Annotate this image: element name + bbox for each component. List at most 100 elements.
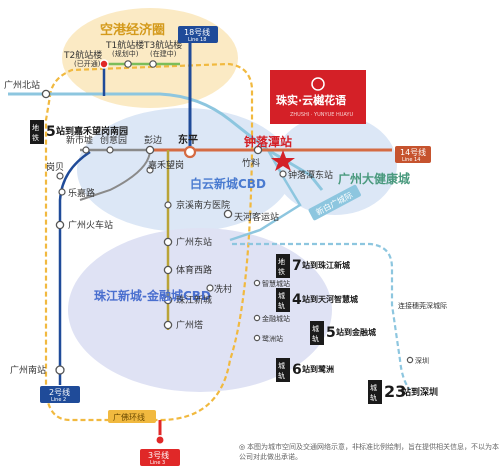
station-shenzhen[interactable]	[406, 356, 414, 364]
project-logo: 珠实·云樾花语 ZHUSHI · YUNYUE HUAYU	[270, 70, 366, 124]
svg-text:珠实·云樾花语: 珠实·云樾花语	[276, 93, 346, 107]
badge-line14: 14号线 Line 14	[395, 146, 431, 163]
svg-text:Line 18: Line 18	[188, 37, 206, 43]
station-jiahe[interactable]	[146, 166, 154, 174]
svg-text:城: 城	[278, 362, 285, 370]
label-guangzhou-north: 广州北站	[4, 79, 40, 91]
station-xinshicheng[interactable]	[82, 146, 90, 154]
label-zhongluotan: 钟落潭站	[244, 134, 292, 149]
station-line3-end[interactable]	[155, 435, 165, 445]
station-guangzhou-huochezhan[interactable]	[55, 220, 65, 230]
station-tianhe-keyun[interactable]	[223, 209, 233, 219]
svg-text:站到深圳: 站到深圳	[402, 386, 438, 398]
badge-line18: 18号线 Line 18	[178, 26, 218, 43]
station-t3[interactable]	[149, 60, 157, 68]
svg-text:城: 城	[370, 384, 377, 392]
svg-text:广佛环线: 广佛环线	[113, 412, 145, 422]
label-gangbei: 岗贝	[46, 162, 64, 173]
svg-text:Line 2: Line 2	[51, 397, 66, 403]
station-zhuliao[interactable]	[253, 145, 263, 155]
label-jingxi: 京溪南方医院	[176, 199, 230, 211]
svg-text:18号线: 18号线	[184, 27, 210, 37]
svg-text:23: 23	[384, 382, 406, 401]
svg-text:地: 地	[32, 123, 39, 132]
label-t1: T1航站楼	[105, 39, 144, 51]
svg-text:轨: 轨	[370, 393, 377, 402]
label-dongping: 东平	[178, 133, 198, 146]
callout-rail-shenzhen: 城 轨 23 站到深圳	[368, 380, 438, 404]
svg-text:4: 4	[292, 292, 302, 308]
callout-metro-jiahe: 地 铁 5 站到嘉禾望岗南园	[30, 120, 128, 144]
station-zhujiangxincheng[interactable]	[163, 295, 173, 305]
station-zhongluotan-east[interactable]	[279, 170, 287, 178]
badge-line3: 3号线 Line 3	[140, 449, 180, 466]
station-pengbian[interactable]	[145, 145, 155, 155]
label-tianhe-keyun: 天河客运站	[234, 211, 279, 223]
info-icon: ◎	[239, 444, 246, 451]
station-jinrong[interactable]	[253, 314, 261, 322]
label-zhuliao: 竹料	[242, 157, 260, 169]
station-zhongluotan-star[interactable]	[271, 150, 295, 171]
station-zhiju[interactable]	[253, 279, 261, 287]
zone-airport-label: 空港经济圈	[100, 22, 165, 38]
zone-health-label: 广州大健康城	[338, 171, 410, 186]
svg-text:铁: 铁	[32, 133, 39, 142]
station-t2[interactable]	[99, 59, 109, 69]
svg-text:站到鹭洲: 站到鹭洲	[302, 364, 334, 374]
label-xiancun: 冼村	[214, 283, 232, 295]
svg-text:5: 5	[326, 325, 336, 341]
callout-rail-zhihui: 城 轨 4 站到天河智慧城	[276, 288, 358, 312]
badge-guangfo: 广佛环线	[108, 410, 156, 423]
station-guangzhouta[interactable]	[163, 320, 173, 330]
svg-text:城: 城	[278, 292, 285, 300]
label-zhiju: 智慧城站	[262, 279, 290, 288]
station-guangzhou-north[interactable]	[41, 89, 51, 99]
station-lizhou[interactable]	[253, 334, 261, 342]
zone-zhujiang-label: 珠江新城-金融城CBD	[94, 288, 211, 303]
label-lizhou: 鹭洲站	[262, 334, 283, 343]
station-chuangyiyuan[interactable]	[106, 146, 114, 154]
line-2	[58, 150, 91, 370]
svg-text:站到珠江新城: 站到珠江新城	[302, 260, 350, 270]
svg-text:铁: 铁	[278, 267, 285, 276]
station-lejiaolu[interactable]	[58, 188, 66, 196]
svg-text:5: 5	[46, 124, 56, 140]
label-t2-note: (已开通)	[74, 59, 101, 68]
svg-text:2号线: 2号线	[49, 387, 70, 397]
disclaimer-text: 本图为城市空间及交通网络示意，非标准比例绘制，旨在提供相关信息，不以为本公司对此…	[239, 444, 500, 461]
label-zhujiangxincheng: 珠江新城	[176, 294, 212, 306]
zone-zhujiang	[68, 228, 332, 392]
label-pengbian: 彭边	[144, 134, 162, 146]
station-tiyu-xilu[interactable]	[163, 265, 173, 275]
station-guangzhou-nanzhan[interactable]	[55, 365, 65, 375]
label-guangzhou-huochezhan: 广州火车站	[68, 219, 113, 231]
svg-text:6: 6	[292, 362, 302, 378]
svg-text:3号线: 3号线	[148, 450, 169, 460]
label-xinshicheng: 新市墟	[66, 134, 93, 146]
label-zhongluotan-east: 钟落潭东站	[288, 169, 333, 181]
line-14-ext	[229, 149, 302, 242]
station-guangzhou-dongzhan[interactable]	[163, 237, 173, 247]
line-guangfo-loop	[44, 62, 254, 422]
line-city-rail	[232, 242, 411, 391]
svg-text:轨: 轨	[278, 371, 285, 380]
label-lianjie: 连接穗莞深城际	[398, 301, 447, 310]
svg-text:站到金融城: 站到金融城	[336, 327, 376, 337]
station-xiancun[interactable]	[206, 284, 214, 292]
svg-text:轨: 轨	[278, 301, 285, 310]
label-t1-note: (规划中)	[112, 49, 139, 58]
station-dongping[interactable]	[183, 145, 197, 159]
station-gangbei[interactable]	[56, 172, 64, 180]
label-guangzhouta: 广州塔	[176, 319, 203, 331]
station-jingxi[interactable]	[164, 201, 172, 209]
zone-baiyun	[77, 108, 293, 232]
disclaimer-note: ◎ 本图为城市空间及交通网络示意，非标准比例绘制，旨在提供相关信息，不以为本公司…	[239, 443, 501, 463]
callout-rail-lizhou: 城 轨 6 站到鹭洲	[276, 358, 334, 382]
label-shenzhen: 深圳	[415, 356, 429, 365]
svg-text:站到天河智慧城: 站到天河智慧城	[302, 294, 358, 304]
label-chuangyiyuan: 创意园	[100, 134, 127, 146]
station-t1[interactable]	[124, 60, 132, 68]
label-jiahe: 嘉禾望岗	[148, 159, 184, 171]
label-t3-note: (在建中)	[150, 49, 177, 58]
